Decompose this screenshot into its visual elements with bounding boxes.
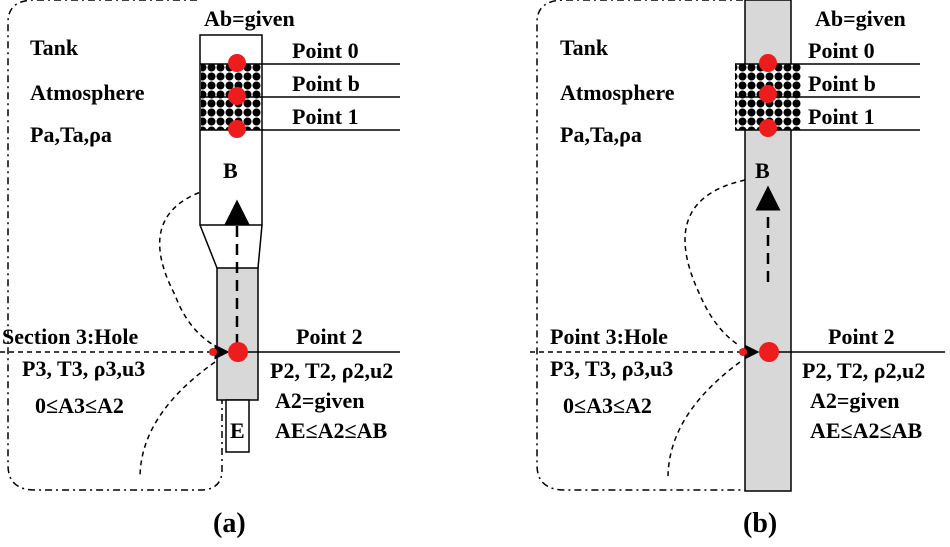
pointb-label-a: Point b (292, 71, 360, 96)
panel-b: Ab=given Tank Atmosphere Pa,Ta,ρa Point … (530, 0, 945, 539)
control-volume-a (7, 0, 223, 491)
pointb-marker-b (759, 85, 777, 103)
streamline-upper-b (684, 179, 746, 347)
atmosphere-props-b: Pa,Ta,ρa (560, 122, 642, 147)
caption-a: (a) (213, 508, 246, 539)
point2-props-b: P2, T2, ρ2,u2 (802, 358, 925, 383)
section-b-label-a: B (223, 158, 238, 183)
point2-range-a: AE≤A2≤AB (275, 418, 387, 443)
point2-area-b: A2=given (810, 388, 900, 413)
streamline-lower-b (667, 361, 741, 479)
streamline-upper-a (159, 184, 226, 347)
point1-marker-b (759, 119, 777, 137)
hole-label-a: Section 3:Hole (2, 324, 138, 349)
point2-marker-b (759, 342, 779, 362)
atmosphere-props-a: Pa,Ta,ρa (30, 122, 112, 147)
pointb-marker-a (228, 87, 246, 105)
point0-label-a: Point 0 (292, 38, 359, 63)
streamline-lower-a (139, 361, 216, 479)
hole-range-a: 0≤A3≤A2 (35, 393, 124, 418)
point2-range-b: AE≤A2≤AB (810, 418, 922, 443)
tank-label-a: Tank (30, 35, 79, 60)
hole-range-b: 0≤A3≤A2 (563, 393, 652, 418)
atmosphere-label-b: Atmosphere (560, 80, 675, 105)
area-label-a: Ab=given (204, 6, 295, 31)
pointb-label-b: Point b (808, 71, 876, 96)
point2-label-b: Point 2 (828, 324, 895, 349)
point2-marker-a (228, 342, 248, 362)
point2-label-a: Point 2 (296, 324, 363, 349)
tank-label-b: Tank (560, 35, 609, 60)
point0-marker-b (759, 54, 777, 72)
point0-label-b: Point 0 (808, 38, 875, 63)
nozzle-a (199, 224, 263, 269)
point1-label-a: Point 1 (292, 104, 359, 129)
exit-section-e (225, 399, 250, 453)
hole-label-b: Point 3:Hole (550, 324, 668, 349)
section-b-label-b: B (755, 158, 770, 183)
hole-marker-a (209, 348, 217, 356)
panel-a: Ab=given Tank Atmosphere Pa,Ta,ρa Point … (0, 0, 400, 539)
point0-marker-a (228, 54, 246, 72)
section-e-label: E (230, 418, 245, 443)
point1-marker-a (228, 120, 246, 138)
point2-area-a: A2=given (275, 388, 365, 413)
caption-b: (b) (743, 508, 777, 539)
area-label-b: Ab=given (815, 6, 906, 31)
hole-props-b: P3, T3, ρ3,u3 (550, 356, 673, 381)
point1-label-b: Point 1 (808, 104, 875, 129)
control-volume-b (536, 0, 745, 491)
atmosphere-label-a: Atmosphere (30, 80, 145, 105)
hole-props-a: P3, T3, ρ3,u3 (22, 356, 145, 381)
point2-props-a: P2, T2, ρ2,u2 (270, 358, 393, 383)
hole-marker-b (739, 348, 747, 356)
